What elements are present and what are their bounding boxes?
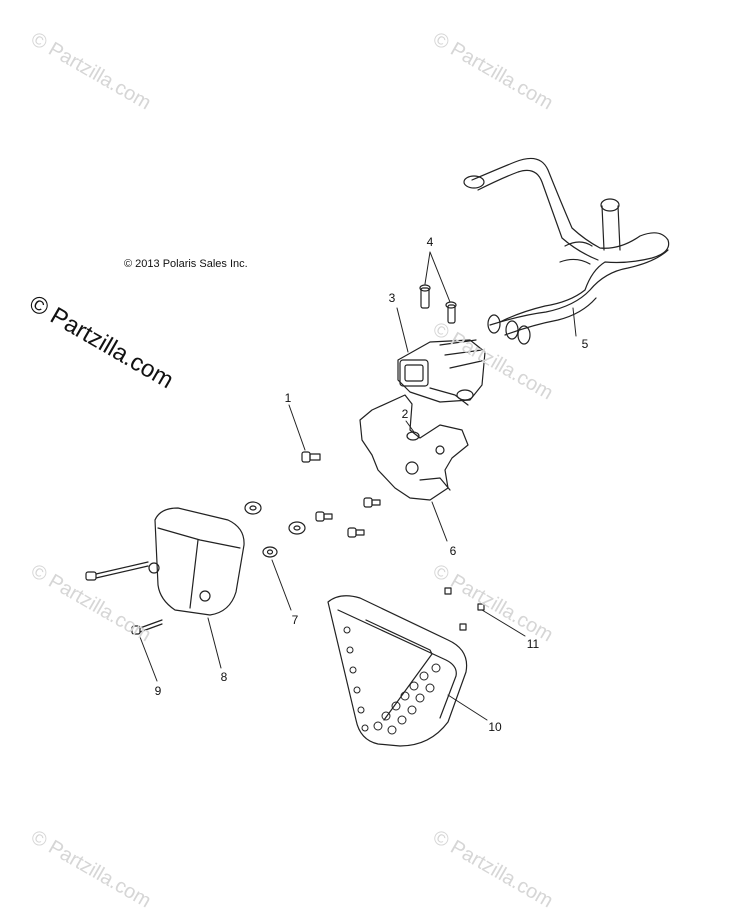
nut-part-2: [406, 431, 420, 441]
callout-6: 6: [449, 544, 457, 558]
mounting-bracket: [359, 394, 469, 501]
grille-part-10: [327, 595, 468, 747]
callout-7: 7: [291, 613, 299, 627]
copyright-text: © 2013 Polaris Sales Inc.: [124, 258, 248, 270]
callout-11: 11: [526, 637, 540, 651]
callout-5: 5: [581, 337, 589, 351]
callout-3: 3: [388, 291, 396, 305]
screws-part-4: [419, 284, 457, 324]
clips-part-11: [444, 587, 485, 631]
washers-and-bolts: [244, 497, 381, 558]
grille-holes: [343, 626, 441, 735]
valve-actuator: [397, 339, 487, 406]
callout-4: 4: [426, 235, 434, 249]
cover-part-8: [148, 507, 245, 616]
callout-10: 10: [488, 720, 502, 734]
leader-lines: [139, 251, 577, 721]
callout-8: 8: [220, 670, 228, 684]
bolt-part-1: [301, 451, 321, 463]
hose-assembly: [463, 157, 670, 345]
callout-9: 9: [154, 684, 162, 698]
callout-1: 1: [284, 391, 292, 405]
bolts-part-9: [85, 561, 163, 635]
callout-2: 2: [401, 407, 409, 421]
